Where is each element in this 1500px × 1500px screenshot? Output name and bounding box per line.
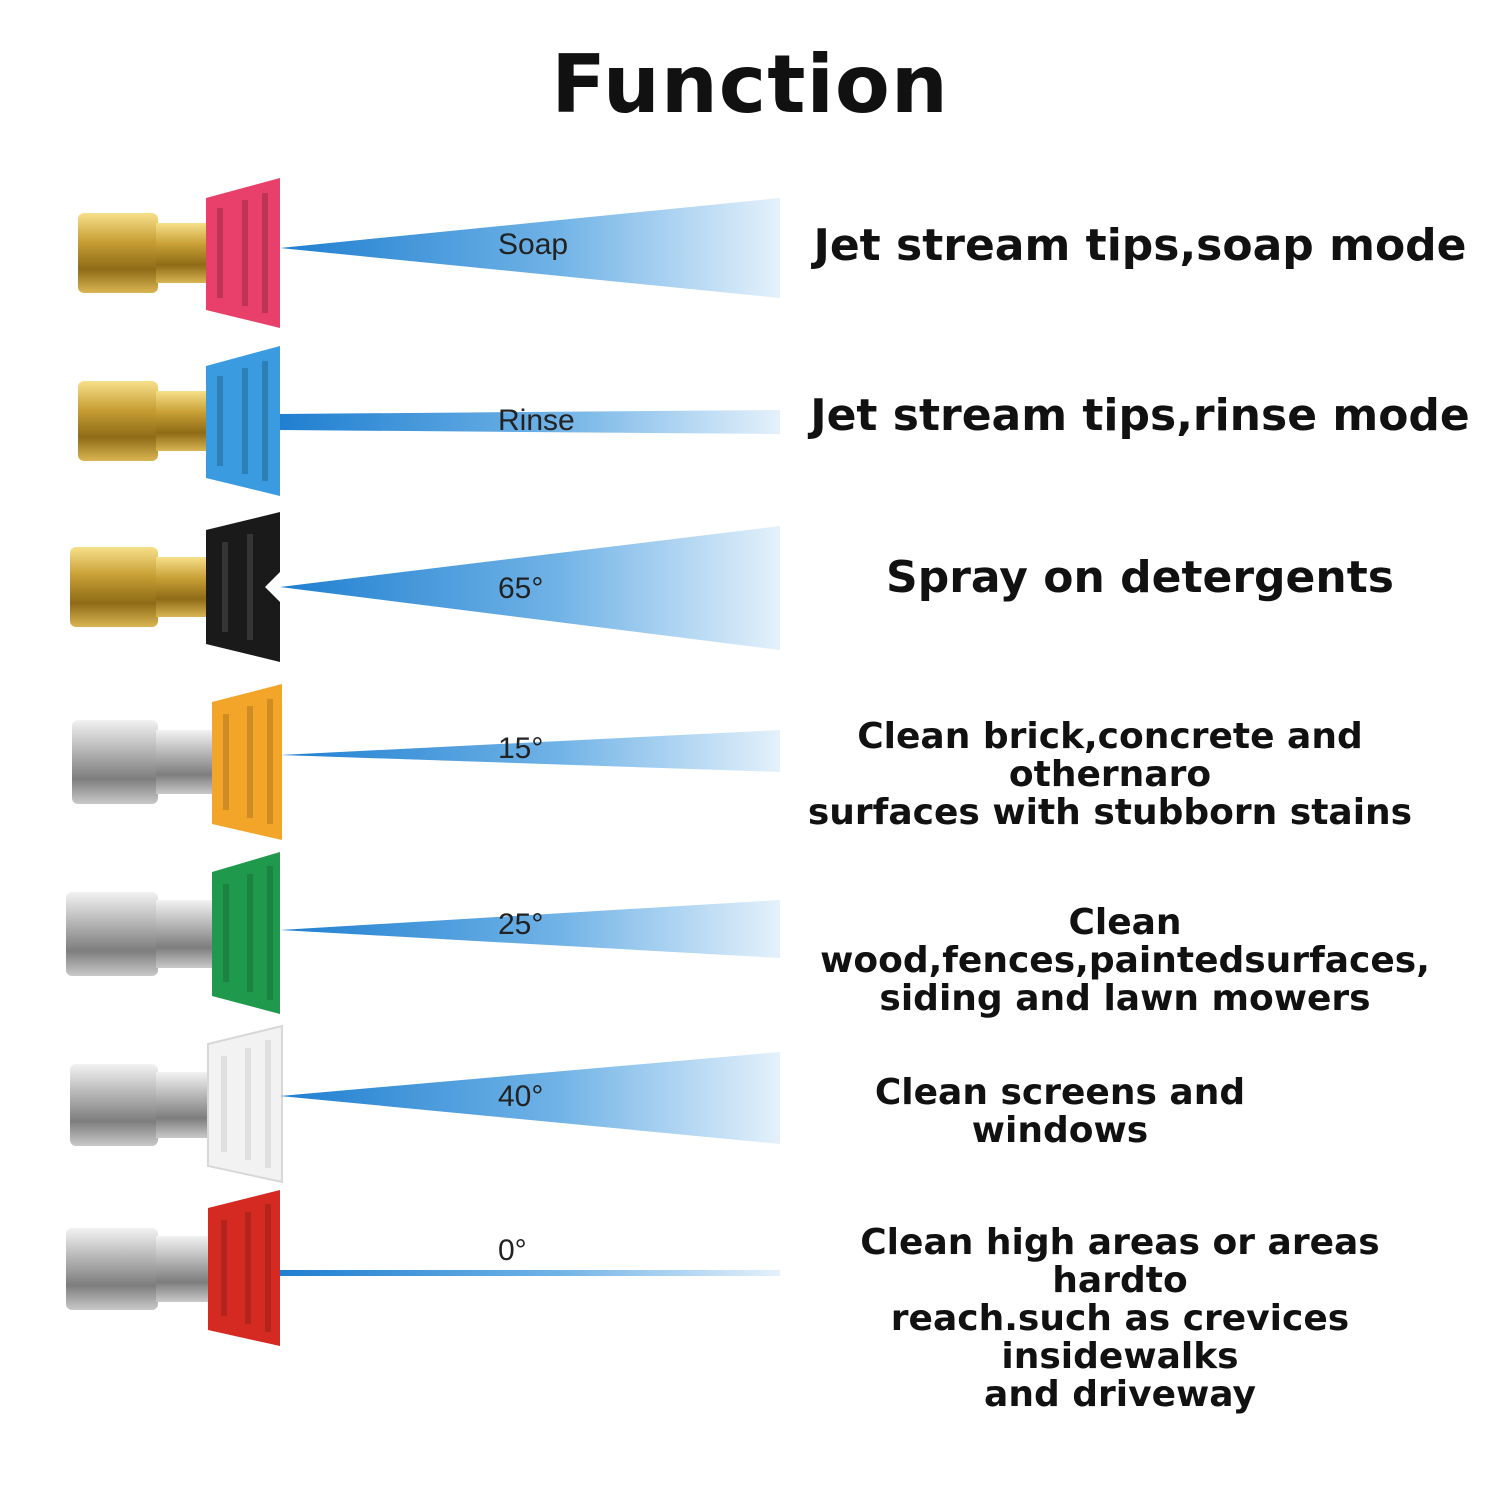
tip-row-15: 15° Clean brick,concrete and othernaro s… — [0, 684, 1500, 840]
nozzle-0-icon — [66, 1190, 280, 1346]
tip-row-40: 40° Clean screens and windows — [0, 1024, 1500, 1184]
tip-row-0: 0° Clean high areas or areas hardto reac… — [0, 1190, 1500, 1414]
spray-15 — [280, 730, 780, 772]
spray-label-15: 15° — [498, 732, 544, 765]
spray-label-25: 25° — [498, 908, 544, 941]
tip-row-65: 65° Spray on detergents — [0, 512, 1500, 662]
description-25: Clean wood,fences,paintedsurfaces, sidin… — [820, 902, 1430, 1019]
description-0: Clean high areas or areas hardto reach.s… — [860, 1222, 1380, 1415]
tip-row-soap: Soap Jet stream tips,soap mode — [0, 178, 1500, 328]
spray-label-40: 40° — [498, 1080, 544, 1113]
nozzle-40-icon — [70, 1024, 283, 1184]
description-15: Clean brick,concrete and othernaro surfa… — [807, 716, 1413, 833]
spray-rinse — [280, 410, 780, 434]
tip-row-25: 25° Clean wood,fences,paintedsurfaces, s… — [0, 852, 1500, 1018]
nozzle-65-icon — [70, 512, 280, 662]
spray-label-rinse: Rinse — [498, 404, 575, 437]
page-title: Function — [551, 38, 949, 131]
spray-65 — [280, 526, 780, 650]
spray-label-soap: Soap — [498, 228, 569, 261]
spray-0 — [280, 1270, 780, 1276]
spray-label-0: 0° — [498, 1234, 527, 1267]
nozzle-25-icon — [66, 852, 280, 1014]
spray-40 — [280, 1052, 780, 1144]
tip-row-rinse: Rinse Jet stream tips,rinse mode — [0, 346, 1500, 496]
nozzle-rinse-icon — [78, 346, 280, 496]
spray-soap — [280, 198, 780, 298]
description-rinse: Jet stream tips,rinse mode — [810, 390, 1470, 441]
description-40: Clean screens and windows — [874, 1072, 1246, 1151]
nozzle-15-icon — [72, 684, 282, 840]
description-soap: Jet stream tips,soap mode — [813, 220, 1467, 271]
nozzle-soap-icon — [78, 178, 280, 328]
spray-label-65: 65° — [498, 572, 544, 605]
description-65: Spray on detergents — [886, 552, 1394, 603]
spray-25 — [280, 900, 780, 958]
